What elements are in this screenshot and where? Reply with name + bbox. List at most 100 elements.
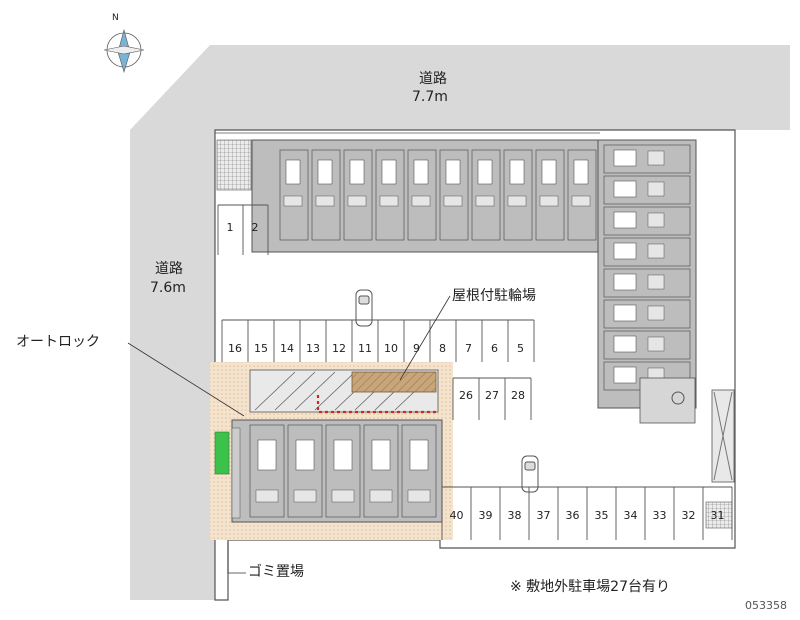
parking-space-label: 27 (485, 389, 499, 402)
north-unit-room (541, 159, 557, 185)
car-icon-north (355, 289, 373, 327)
north-unit-bath (315, 195, 335, 207)
autolock-leader (127, 342, 245, 417)
parking-space-label: 33 (652, 509, 667, 522)
north-unit-room (349, 159, 365, 185)
parking-space-label: 39 (478, 509, 493, 522)
compass-label: N (112, 13, 119, 23)
bike-shelter-highlight (351, 371, 437, 393)
east-unit-bath (647, 336, 665, 352)
north-unit-room (477, 159, 493, 185)
parking-space-label: 11 (358, 342, 372, 355)
offsite-parking-note: ※ 敷地外駐車場27台有り (510, 579, 670, 595)
south-unit-bath (331, 489, 355, 503)
north-unit-room (285, 159, 301, 185)
green-strip (214, 431, 230, 475)
east-unit-room (613, 180, 637, 198)
south-unit (287, 424, 323, 518)
south-unit (401, 424, 437, 518)
east-unit-room (613, 273, 637, 291)
parking-space-label: 37 (536, 509, 551, 522)
parking-space-label: 2 (251, 221, 259, 234)
parking-space-label: 35 (594, 509, 609, 522)
parking-space-label: 40 (449, 509, 464, 522)
parking-space-label: 10 (384, 342, 398, 355)
garbage-leader (227, 542, 246, 574)
north-unit-bath (507, 195, 527, 207)
road-area (130, 45, 790, 600)
south-unit-bath (369, 489, 393, 503)
parking-space-label: 36 (565, 509, 580, 522)
north-unit-bath (571, 195, 591, 207)
east-unit-room (613, 149, 637, 167)
south-unit-room (333, 439, 353, 471)
parking-space-label: 32 (681, 509, 696, 522)
east-unit-room (613, 366, 637, 384)
parking-space-label: 1 (226, 221, 234, 234)
south-wing-units (249, 424, 437, 518)
corner-structure (639, 377, 696, 424)
east-unit-bath (647, 274, 665, 290)
south-unit (363, 424, 399, 518)
south-unit-bath (407, 489, 431, 503)
north-unit-room (317, 159, 333, 185)
parking-space-label: 13 (306, 342, 320, 355)
north-wing-units (279, 149, 597, 241)
parking-space-label: 31 (710, 509, 725, 522)
north-unit-room (445, 159, 461, 185)
north-unit-room (413, 159, 429, 185)
north-unit-bath (411, 195, 431, 207)
east-unit-bath (647, 212, 665, 228)
parking-space-label: 15 (254, 342, 268, 355)
north-unit-room (381, 159, 397, 185)
north-unit (311, 149, 341, 241)
autolock-callout: オートロック (16, 334, 100, 350)
parking-space-label: 6 (491, 342, 498, 355)
north-unit-bath (443, 195, 463, 207)
east-wing-units (603, 144, 691, 391)
bike-shelter-leader (399, 295, 451, 381)
left-road-name: 道路 (155, 261, 183, 277)
south-unit (249, 424, 285, 518)
east-unit-bath (647, 181, 665, 197)
parking-slot-lines (217, 204, 733, 540)
south-unit-room (295, 439, 315, 471)
parking-space-label: 34 (623, 509, 638, 522)
property-code: 053358 (745, 599, 787, 612)
east-unit-bath (647, 305, 665, 321)
east-unit-room (613, 304, 637, 322)
east-unit-room (613, 211, 637, 229)
east-unit-room (613, 335, 637, 353)
left-road-width: 7.6m (150, 280, 186, 296)
north-unit-bath (283, 195, 303, 207)
east-unit-bath (647, 243, 665, 259)
car-icon-south (521, 455, 539, 493)
east-unit-room (613, 242, 637, 260)
garbage-callout: ゴミ置場 (248, 564, 304, 580)
parking-space-label: 9 (413, 342, 420, 355)
parking-space-label: 28 (511, 389, 525, 402)
top-road-width: 7.7m (412, 89, 448, 105)
bike-shelter-callout: 屋根付駐輪場 (452, 288, 536, 304)
west-structure (231, 427, 241, 519)
compass-icon (103, 28, 145, 74)
north-unit-bath (347, 195, 367, 207)
parking-space-label: 26 (459, 389, 473, 402)
parking-space-label: 5 (517, 342, 524, 355)
east-grid-box (705, 501, 733, 529)
parking-space-label: 7 (465, 342, 472, 355)
parking-space-label: 12 (332, 342, 346, 355)
north-unit-room (573, 159, 589, 185)
parking-space-label: 16 (228, 342, 242, 355)
east-unit-bath (647, 150, 665, 166)
north-unit-bath (539, 195, 559, 207)
north-unit-bath (379, 195, 399, 207)
top-road-name: 道路 (419, 71, 447, 87)
north-unit-bath (475, 195, 495, 207)
north-unit-room (509, 159, 525, 185)
south-unit-bath (255, 489, 279, 503)
south-unit-bath (293, 489, 317, 503)
water-tank-icon (671, 391, 685, 405)
